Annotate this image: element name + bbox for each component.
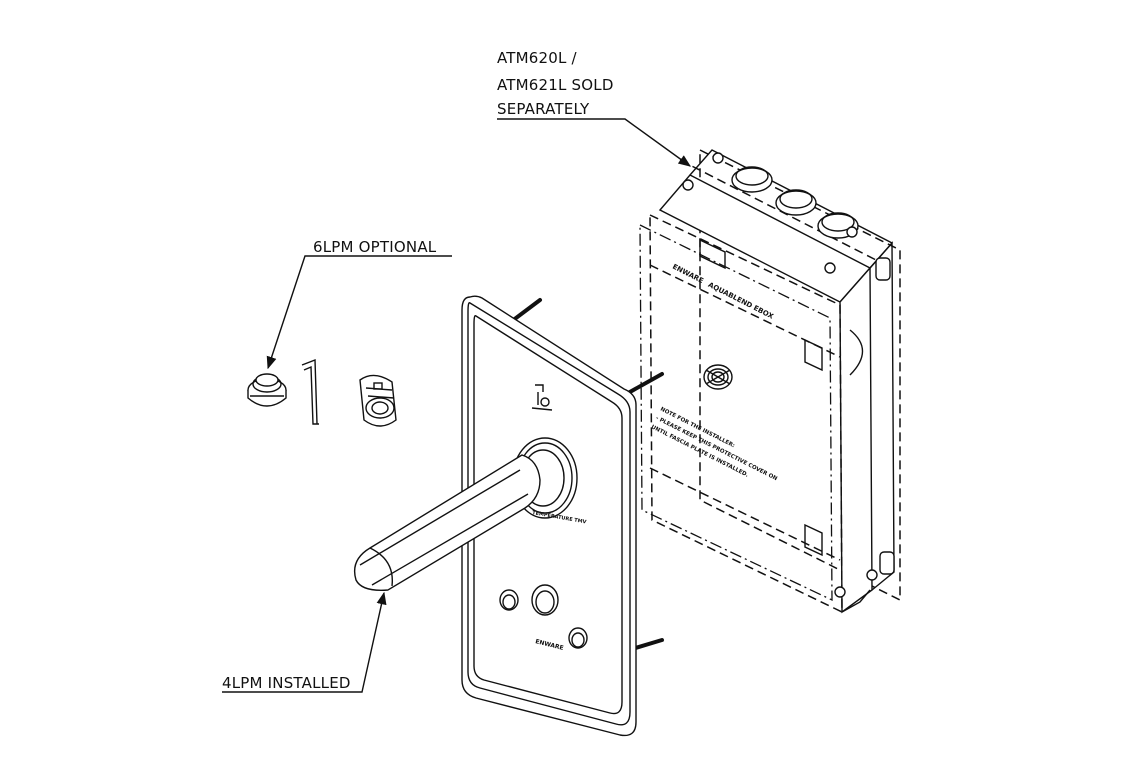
plate-button-right [568, 627, 588, 649]
callout-ebox: ATM620L / ATM621L SOLD SEPARATELY [497, 49, 692, 167]
temperature-icon [531, 384, 553, 411]
ebox-enclosure: ENWARE AQUABLEND EBOX NOTE FOR THE INSTA… [639, 148, 901, 614]
ebox-connector [703, 364, 733, 390]
spout [353, 454, 541, 591]
callout-box-line-1: ATM620L / [497, 49, 578, 67]
callout-installed-text: 4LPM INSTALLED [222, 674, 351, 692]
plate-button-center [531, 584, 559, 616]
callout-optional-text: 6LPM OPTIONAL [313, 238, 437, 256]
callout-box-line-2: ATM621L SOLD [497, 76, 614, 94]
flow-restrictor-6lpm [247, 373, 287, 407]
callout-box-line-3: SEPARATELY [497, 100, 590, 118]
fascia-plate: TEMPERATURE TMV ENWARE [353, 295, 664, 737]
callout-optional: 6LPM OPTIONAL [266, 238, 452, 370]
callout-installed: 4LPM INSTALLED [222, 591, 387, 693]
allen-key [301, 358, 319, 425]
sensor-cartridge [359, 374, 397, 427]
ebox-note-line-2: - PLEASE KEEP THIS PROTECTIVE COVER ON [655, 415, 779, 482]
plate-button-left [499, 589, 519, 611]
